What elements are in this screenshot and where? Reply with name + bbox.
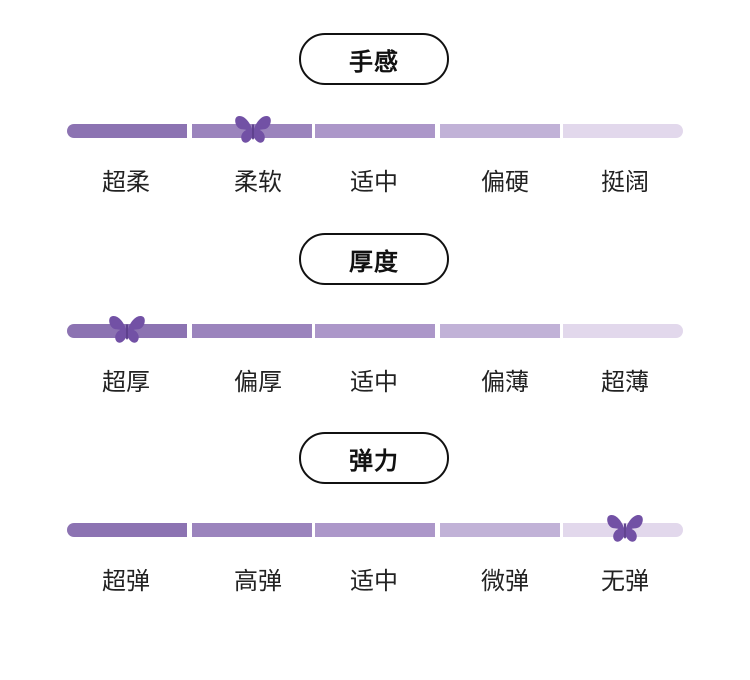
scale-label: 超弹 xyxy=(102,567,150,595)
scale-label: 超厚 xyxy=(102,368,150,396)
scale-track xyxy=(67,523,683,537)
scale-label: 适中 xyxy=(350,368,398,396)
scale-segment xyxy=(315,124,435,138)
scale-label: 偏薄 xyxy=(481,368,529,396)
section-title-pill: 弹力 xyxy=(299,432,449,484)
scale-segment xyxy=(192,324,312,338)
butterfly-icon xyxy=(109,316,145,343)
butterfly-icon xyxy=(607,515,643,542)
scale-label: 微弹 xyxy=(481,567,529,595)
section-thickness: 厚度 超厚 偏厚 适中 偏薄 超薄 xyxy=(0,200,750,400)
scale-label: 挺阔 xyxy=(601,168,649,196)
section-hand-feel: 手感 超柔 柔软 适中 偏硬 挺阔 xyxy=(0,0,750,200)
section-title-pill: 厚度 xyxy=(299,233,449,285)
scale-label: 偏硬 xyxy=(481,168,529,196)
scale-labels: 超弹 高弹 适中 微弹 无弹 xyxy=(0,561,750,597)
scale-track xyxy=(67,124,683,138)
scale-label: 超薄 xyxy=(601,368,649,396)
scale-segment xyxy=(563,324,683,338)
scale-track xyxy=(67,324,683,338)
scale-segment xyxy=(315,324,435,338)
scale-label: 适中 xyxy=(350,168,398,196)
scale-segment xyxy=(315,523,435,537)
butterfly-icon xyxy=(235,116,271,143)
scale-labels: 超柔 柔软 适中 偏硬 挺阔 xyxy=(0,162,750,198)
scale-segment xyxy=(67,523,187,537)
scale-segment xyxy=(67,124,187,138)
scale-label: 适中 xyxy=(350,567,398,595)
scale-label: 偏厚 xyxy=(234,368,282,396)
scale-label: 高弹 xyxy=(234,567,282,595)
scale-segment xyxy=(440,324,560,338)
scale-segment xyxy=(192,523,312,537)
section-title-pill: 手感 xyxy=(299,33,449,85)
scale-segment xyxy=(440,124,560,138)
scale-label: 无弹 xyxy=(601,567,649,595)
section-elasticity: 弹力 超弹 高弹 适中 微弹 无弹 xyxy=(0,399,750,599)
scale-labels: 超厚 偏厚 适中 偏薄 超薄 xyxy=(0,362,750,398)
scale-segment xyxy=(563,124,683,138)
scale-segment xyxy=(440,523,560,537)
scale-label: 柔软 xyxy=(234,168,282,196)
scale-label: 超柔 xyxy=(102,168,150,196)
